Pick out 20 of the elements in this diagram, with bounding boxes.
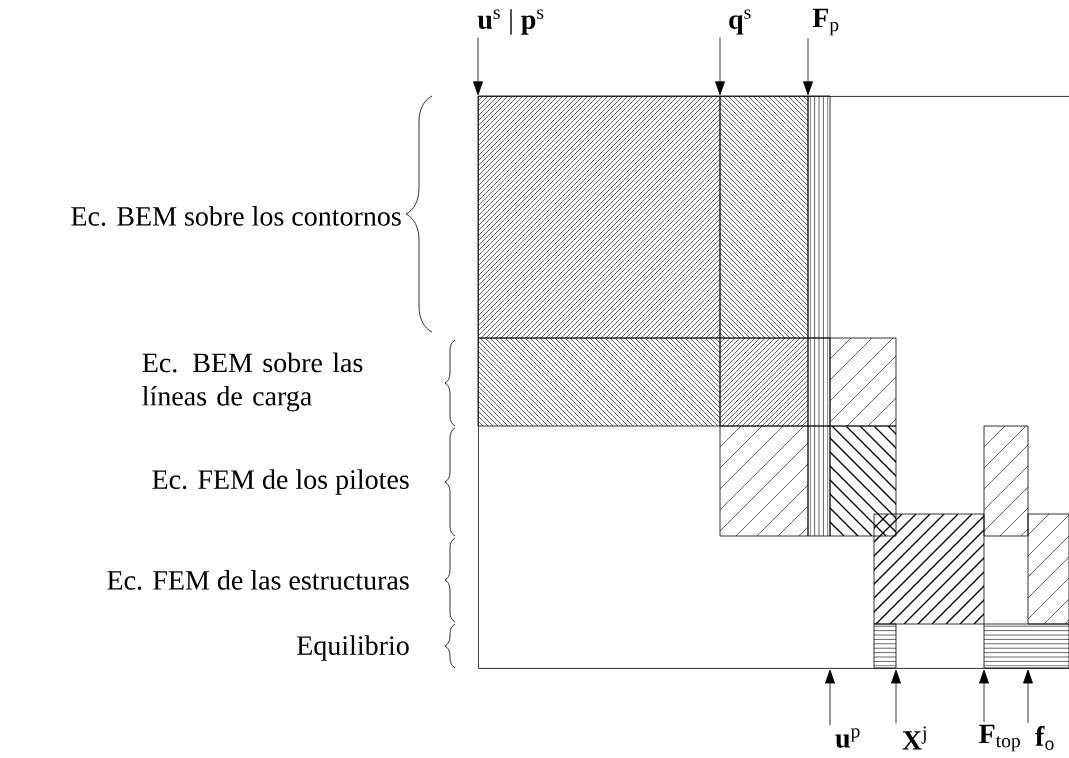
column-label: F$_{p}$	[812, 8, 839, 36]
column-label: F$_{top}$	[979, 724, 1020, 752]
arrow	[803, 37, 813, 96]
column-label: u$^{p}$	[835, 728, 860, 748]
column-label: q$^{s}$	[729, 9, 751, 35]
row-label: Equilibrio	[297, 635, 409, 661]
arrow	[891, 669, 901, 724]
row-label: Ec. BEM sobre los contornos	[71, 206, 401, 226]
arrow	[715, 37, 725, 96]
matrix-drawing	[477, 95, 1069, 669]
arrow	[1023, 669, 1033, 724]
row-label: Ec. FEM de las estructuras	[107, 570, 409, 590]
arrow	[473, 37, 483, 96]
row-label: Ec. FEM de los pilotes	[152, 469, 409, 495]
column-label: u$^{s}$ | p$^{s}$	[477, 9, 544, 35]
column-label: f$_{o}$	[1035, 726, 1054, 751]
column-label: X$^{j}$	[902, 726, 926, 750]
row-label: Ec. BEM sobre las líneas de carga	[142, 352, 363, 412]
arrow	[825, 669, 835, 726]
arrow	[979, 669, 989, 723]
